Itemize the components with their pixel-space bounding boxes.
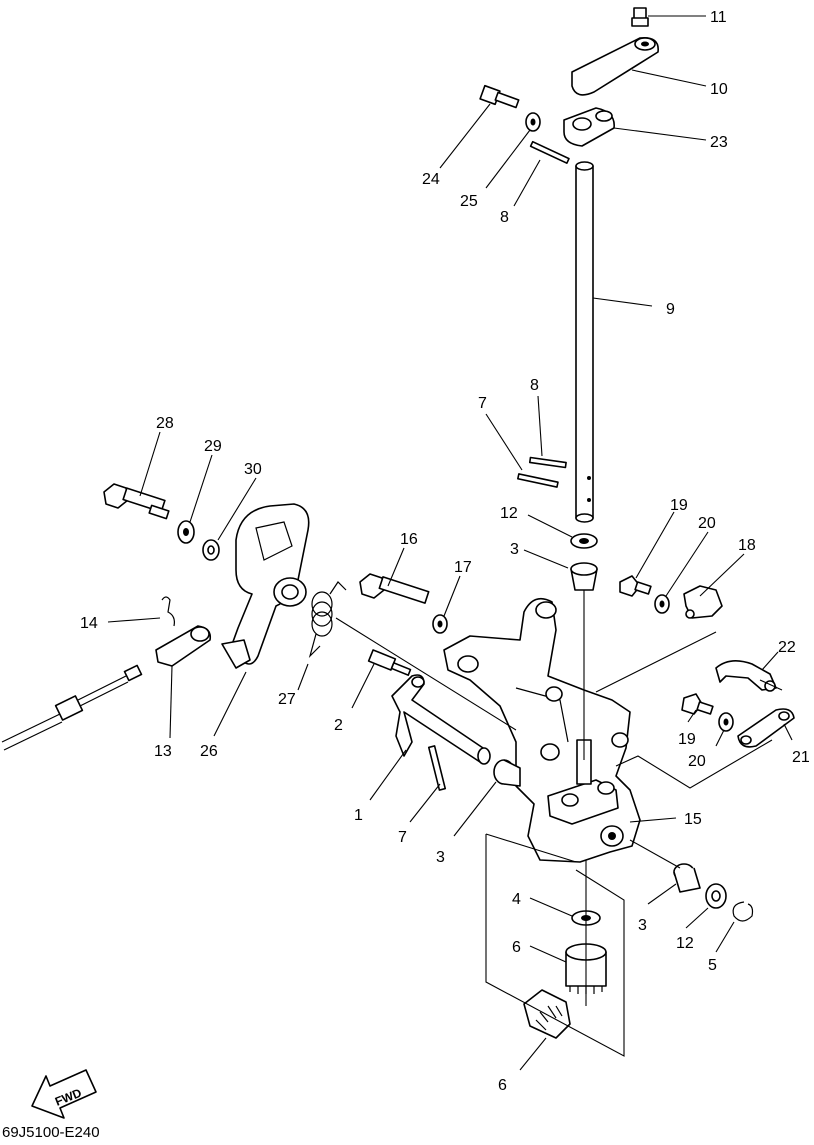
- callout-17: 17: [454, 559, 472, 576]
- washer-29: [177, 520, 195, 544]
- callout-8-middle: 8: [530, 377, 539, 394]
- washer-20-upper: [654, 594, 670, 614]
- bushing-3-right: [673, 863, 701, 893]
- washer-25: [525, 112, 541, 132]
- callout-19-lower: 19: [678, 731, 696, 748]
- callout-30: 30: [244, 461, 262, 478]
- circlip-5: [732, 901, 754, 922]
- cable-joint-13: [155, 625, 212, 667]
- shift-rod: [575, 161, 594, 523]
- leader-lines: [107, 15, 793, 1071]
- callout-3-left: 3: [436, 849, 445, 866]
- callout-20-lower: 20: [688, 753, 706, 770]
- collar-12-top: [570, 533, 598, 549]
- pins-7-8-middle: [517, 456, 567, 488]
- callout-21: 21: [792, 749, 810, 766]
- bushing-3-top: [570, 562, 598, 591]
- assembly-lines: [335, 590, 783, 1057]
- washer-30: [202, 539, 220, 561]
- callout-9: 9: [666, 301, 675, 318]
- holder-18: [683, 585, 723, 619]
- rod-joint: [563, 107, 615, 147]
- gear-6-lower: [523, 989, 571, 1039]
- callout-22: 22: [778, 639, 796, 656]
- callout-16: 16: [400, 531, 418, 548]
- pin-2: [367, 649, 412, 676]
- washer-17: [432, 614, 448, 634]
- callout-8-top: 8: [500, 209, 509, 226]
- callout-18: 18: [738, 537, 756, 554]
- callout-labels: 11 10 23 24 25 8 9 7 8 12 3 28 29 30 14 …: [80, 9, 810, 1094]
- callout-12-top: 12: [500, 505, 518, 522]
- callout-4: 4: [512, 891, 521, 908]
- fwd-arrow-icon: FWD: [31, 1069, 97, 1119]
- diagram-code: 69J5100-E240: [2, 1124, 100, 1141]
- pin-8-top: [529, 140, 570, 164]
- bolt-19-upper: [619, 575, 652, 597]
- grease-nipple: [631, 7, 649, 27]
- callout-19-upper: 19: [670, 497, 688, 514]
- shift-cable: [1, 664, 143, 751]
- link-21: [737, 708, 795, 748]
- bushing-3-left: [493, 759, 521, 787]
- callout-11: 11: [710, 9, 727, 26]
- callout-15: 15: [684, 811, 702, 828]
- callout-20-upper: 20: [698, 515, 716, 532]
- callout-3-top: 3: [510, 541, 519, 558]
- clamp-22: [715, 660, 777, 692]
- clip-14: [161, 596, 175, 627]
- callout-13: 13: [154, 743, 172, 760]
- callout-23: 23: [710, 134, 728, 151]
- shift-arm: [571, 36, 659, 96]
- pin-7-lower: [427, 745, 447, 791]
- callout-2: 2: [334, 717, 343, 734]
- callout-1: 1: [354, 807, 363, 824]
- callout-28: 28: [156, 415, 174, 432]
- bolt-19-lower: [681, 693, 714, 715]
- callout-5: 5: [708, 957, 717, 974]
- callout-6-upper: 6: [512, 939, 521, 956]
- shift-bracket-15: [443, 597, 641, 863]
- washer-20-lower: [718, 712, 734, 732]
- callout-6-lower: 6: [498, 1077, 507, 1094]
- callout-27: 27: [278, 691, 296, 708]
- callout-26: 26: [200, 743, 218, 760]
- shift-shaft-1: [391, 674, 491, 765]
- callout-12-right: 12: [676, 935, 694, 952]
- callout-7-middle: 7: [478, 395, 487, 412]
- callout-10: 10: [710, 81, 728, 98]
- callout-25: 25: [460, 193, 478, 210]
- collar-12-right: [705, 883, 727, 909]
- callout-29: 29: [204, 438, 222, 455]
- callout-14: 14: [80, 615, 98, 632]
- bolt-16: [359, 573, 430, 604]
- callout-3-right: 3: [638, 917, 647, 934]
- torsion-spring-27: [308, 581, 347, 659]
- callout-24: 24: [422, 171, 440, 188]
- shift-lever-26: [221, 503, 310, 669]
- bolt-28: [103, 483, 170, 520]
- bolt-24: [479, 84, 520, 109]
- callout-7-lower: 7: [398, 829, 407, 846]
